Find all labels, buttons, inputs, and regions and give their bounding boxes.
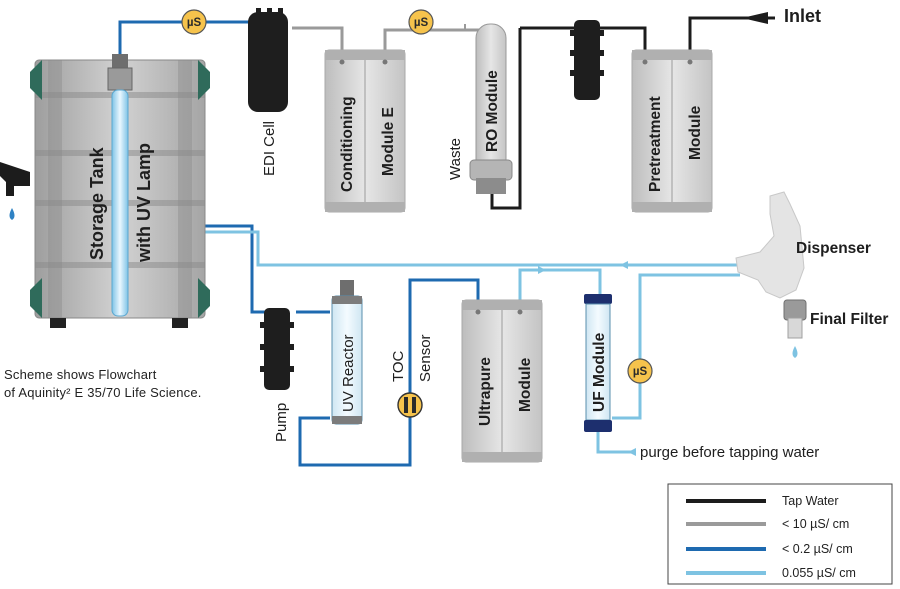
edi-cell: EDI Cell: [248, 8, 288, 176]
pipes: [118, 16, 775, 467]
edi-cell-label: EDI Cell: [261, 121, 278, 176]
pipe-waste: [464, 24, 482, 31]
flow-arrow-icon: [538, 266, 546, 274]
pipe-inlet-to-pretreatment: [688, 16, 775, 50]
uv-reactor: UV Reactor: [331, 280, 363, 425]
uf-module-label: UF Module: [591, 332, 608, 412]
pipe-ultrapure-to-uf: [518, 268, 602, 300]
pretreatment-module: Pretreatment Module: [631, 49, 713, 213]
caption-line-1: Scheme shows Flowchart: [4, 367, 157, 382]
legend-item: Tap Water: [686, 494, 839, 508]
ro-module: RO Module Waste: [447, 23, 513, 194]
pipe-purge: [596, 432, 632, 454]
legend-label: < 10 µS/ cm: [782, 517, 849, 531]
legend-label: 0.055 µS/ cm: [782, 566, 856, 580]
pipe-tank-to-pump: [205, 224, 268, 314]
legend-item: 0.055 µS/ cm: [686, 566, 856, 580]
toc-label-1: TOC: [390, 350, 407, 382]
pipe-ro-to-conditioning: [383, 28, 482, 52]
pipe-return-to-tank: [205, 230, 740, 267]
conditioning-label-1: Conditioning: [339, 96, 356, 192]
conductivity-sensor-edi: µS: [181, 9, 207, 35]
conductivity-sensor-uf: µS: [627, 358, 653, 384]
ro-module-label: RO Module: [484, 70, 501, 152]
storage-tank: Storage Tank with UV Lamp: [0, 54, 210, 328]
pump: Pump: [260, 308, 294, 442]
legend-item: < 10 µS/ cm: [686, 517, 849, 531]
conductivity-sensor-ro: µS: [408, 9, 434, 35]
legend-label: Tap Water: [782, 494, 839, 508]
ultrapure-module: Ultrapure Module: [461, 299, 543, 463]
dispenser: Dispenser Final Filter: [735, 191, 888, 358]
dispenser-label: Dispenser: [796, 240, 871, 257]
ultrapure-label-2: Module: [517, 357, 534, 412]
caption-line-2: of Aquinity² E 35/70 Life Science.: [4, 385, 202, 400]
inlet-label: Inlet: [784, 6, 821, 26]
toc-sensor: TOC Sensor: [390, 334, 434, 418]
waste-label: Waste: [447, 138, 464, 180]
toc-label-2: Sensor: [417, 334, 434, 382]
conductivity-sensor-label: µS: [633, 366, 648, 378]
pipe-pretreatment-to-pump: [520, 26, 647, 50]
inlet-arrow-icon: [742, 12, 768, 24]
uf-module: UF Module: [584, 294, 612, 432]
storage-tank-label-2: with UV Lamp: [134, 143, 154, 263]
final-filter-label: Final Filter: [810, 311, 888, 328]
legend-item: < 0.2 µS/ cm: [686, 542, 853, 556]
pipe-top-pump-to-ro-outlet: [490, 28, 522, 210]
flow-arrow-icon: [620, 261, 628, 269]
storage-tank-label-1: Storage Tank: [87, 146, 107, 260]
conditioning-label-2: Module E: [380, 107, 397, 176]
pretreatment-label-1: Pretreatment: [647, 96, 664, 192]
conditioning-module: Conditioning Module E: [324, 49, 406, 213]
legend-label: < 0.2 µS/ cm: [782, 542, 853, 556]
pipe-uf-to-dispenser: [612, 273, 740, 420]
pipe-conditioning-to-edi: [292, 26, 344, 52]
conductivity-sensor-label: µS: [187, 17, 202, 29]
flow-arrow-icon: [628, 448, 636, 456]
purge-label: purge before tapping water: [640, 444, 819, 461]
pipe-uvreactor-to-toc: [298, 278, 480, 467]
ultrapure-label-1: Ultrapure: [477, 357, 494, 426]
pretreatment-label-2: Module: [687, 105, 704, 160]
legend: Tap Water < 10 µS/ cm < 0.2 µS/ cm 0.055…: [667, 483, 893, 585]
pump-label: Pump: [273, 403, 290, 442]
uv-reactor-label: UV Reactor: [340, 334, 357, 412]
pipe-edi-to-tank: [118, 20, 252, 55]
conductivity-sensor-label: µS: [414, 17, 429, 29]
top-pump: [570, 20, 604, 100]
